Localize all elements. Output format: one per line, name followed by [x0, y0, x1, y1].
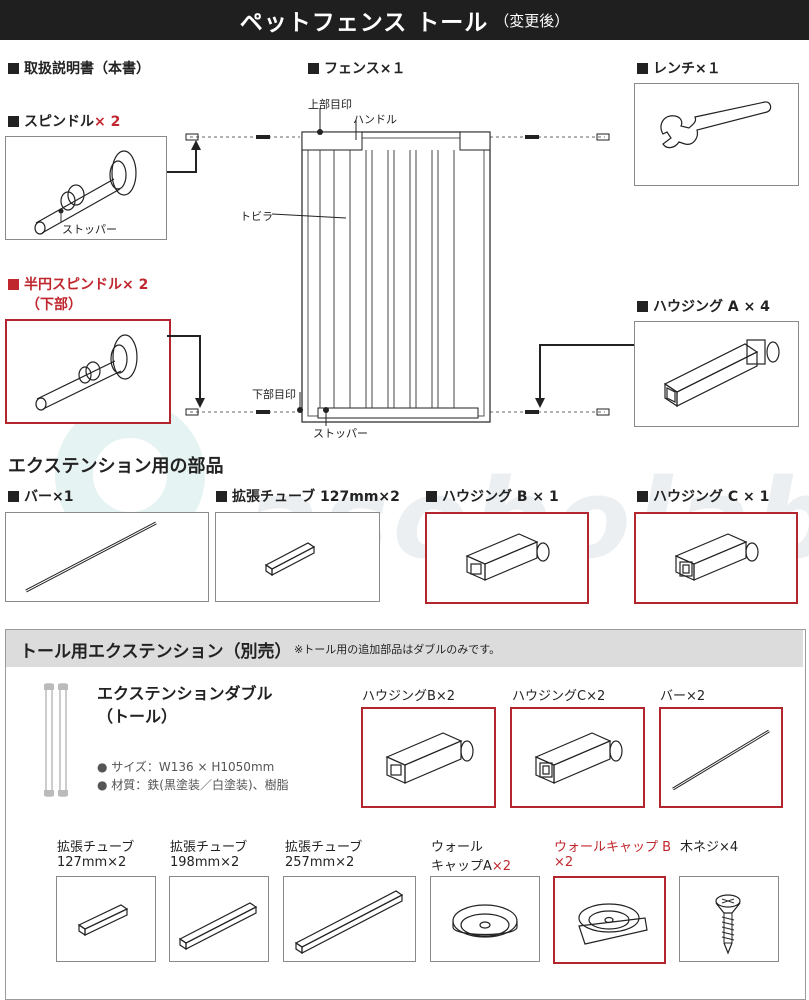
wall-cap-b-icon — [578, 903, 648, 945]
housing-b-icon — [385, 732, 474, 784]
spindle-stopper-label: ストッパー — [62, 223, 117, 236]
housing-c-icon — [674, 533, 759, 581]
label-cap-b-qty: ×2 — [554, 855, 574, 870]
wrench-icon — [660, 101, 772, 149]
label-ext-tube: 拡張チューブ 127mm×2 — [216, 486, 400, 506]
label-fence: フェンス×１ — [308, 58, 405, 78]
label-tall-housing-c: ハウジングC×2 — [512, 689, 606, 704]
tall-housing-b-box — [361, 707, 496, 808]
label-ext-bar: バー×1 — [8, 486, 73, 506]
header-bar: ペットフェンス トール （変更後） — [0, 0, 809, 40]
label-tube2-size: 198mm×2 — [170, 855, 240, 870]
tube-icon — [178, 902, 258, 951]
ext-tube-box — [215, 512, 380, 602]
label-bottom-mark: 下部目印 — [252, 388, 296, 401]
label-top-mark: 上部目印 — [308, 98, 352, 111]
ext-housing-b-box — [425, 512, 589, 604]
label-half-spindle: 半円スピンドル× 2 — [8, 274, 148, 294]
half-spindle-icon — [35, 334, 138, 411]
label-ext-housing-b: ハウジング B × 1 — [426, 486, 559, 506]
label-manual: 取扱説明書（本書） — [8, 58, 150, 78]
label-ext-housing-c: ハウジング C × 1 — [637, 486, 769, 506]
housing-a-box — [634, 321, 799, 427]
label-spindle: スピンドル× 2 — [8, 111, 120, 131]
label-handle: ハンドル — [353, 113, 397, 126]
label-tall-bar: バー×2 — [660, 689, 706, 704]
label-tube1-name: 拡張チューブ — [57, 840, 135, 855]
ext-housing-c-box — [634, 512, 798, 604]
label-tube1-size: 127mm×2 — [57, 855, 127, 870]
tube-icon — [294, 890, 404, 955]
housing-a-icon — [663, 339, 780, 408]
label-cap-b-name: ウォールキャップ B — [554, 840, 672, 855]
label-tube3-name: 拡張チューブ — [285, 840, 363, 855]
label-cap-a-name: ウォール — [431, 840, 484, 855]
bar-icon — [672, 729, 770, 791]
label-housing-a: ハウジング A × 4 — [637, 296, 770, 316]
spindle-box: ストッパー — [5, 136, 167, 240]
tube3-box — [283, 876, 416, 962]
label-fence-stopper: ストッパー — [313, 427, 368, 440]
product-size: ● サイズ：W136 × H1050mm — [97, 760, 275, 774]
tall-housing-c-box — [510, 707, 645, 808]
label-half-spindle-note: （下部） — [26, 297, 82, 313]
label-tall-housing-b: ハウジングB×2 — [362, 689, 456, 704]
tall-extension-title: トール用エクステンション（別売） — [20, 642, 292, 662]
page-subtitle: （変更後） — [494, 11, 570, 30]
label-cap-a-name2: キャップA×2 — [431, 859, 512, 874]
tall-extension-header: トール用エクステンション（別売） ※トール用の追加部品はダブルのみです。 — [6, 630, 803, 667]
wall-cap-a-icon — [452, 904, 518, 938]
half-spindle-box — [5, 319, 171, 424]
cap-b-box — [553, 876, 666, 964]
label-tube3-size: 257mm×2 — [285, 855, 355, 870]
wood-screw-icon — [715, 894, 741, 955]
wrench-box — [634, 83, 799, 186]
spindle-icon — [34, 150, 137, 235]
product-name: エクステンションダブル — [97, 684, 273, 703]
product-material: ● 材質：鉄(黒塗装／白塗装)、樹脂 — [97, 778, 289, 792]
label-screw: 木ネジ×4 — [680, 840, 739, 855]
tube2-box — [169, 876, 269, 962]
screw-box — [679, 876, 779, 962]
bar-icon — [25, 521, 157, 593]
tall-extension-note: ※トール用の追加部品はダブルのみです。 — [294, 643, 501, 656]
fence-diagram — [167, 108, 634, 426]
tube-icon — [264, 542, 316, 577]
cap-a-box — [430, 876, 540, 962]
tube-icon — [77, 904, 129, 937]
label-wrench: レンチ×１ — [637, 58, 721, 78]
ext-bar-box — [5, 512, 209, 602]
label-door: トビラ — [240, 210, 273, 223]
housing-b-icon — [465, 533, 550, 581]
extension-double-icon — [44, 683, 68, 797]
tall-bar-box — [659, 707, 783, 808]
extension-title: エクステンション用の部品 — [8, 456, 224, 477]
product-name-sub: （トール） — [97, 707, 178, 726]
label-tube2-name: 拡張チューブ — [170, 840, 248, 855]
page-title: ペットフェンス トール — [239, 10, 489, 36]
housing-c-icon — [534, 732, 623, 784]
tube1-box — [56, 876, 156, 962]
